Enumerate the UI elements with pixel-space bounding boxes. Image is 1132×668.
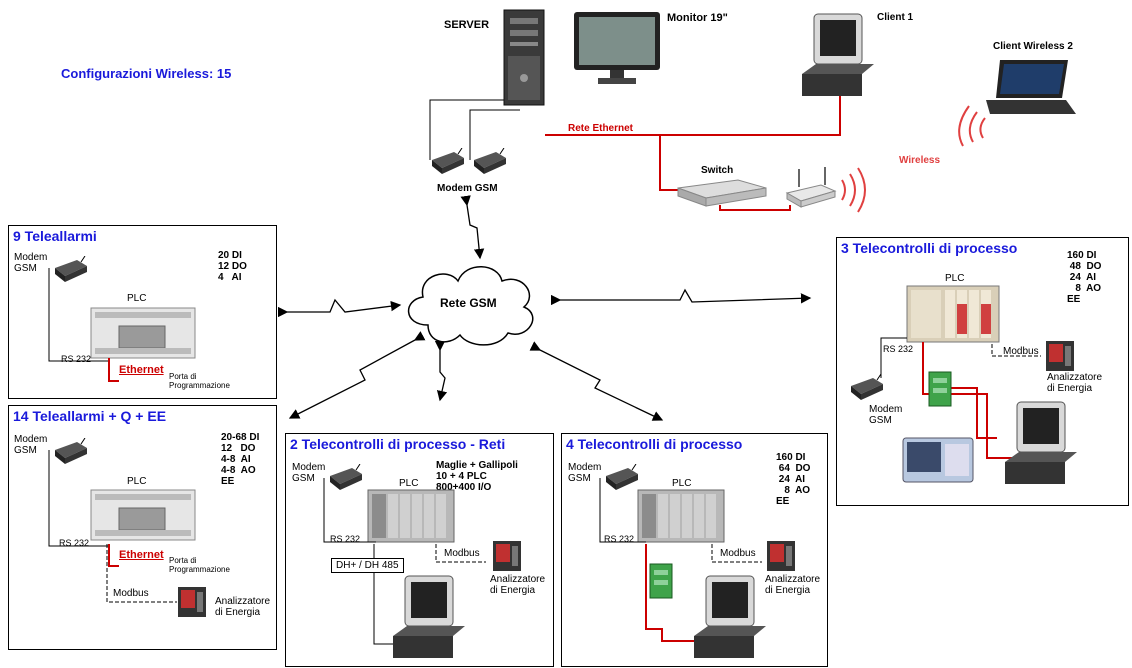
rete-ethernet-label: Rete Ethernet — [568, 123, 634, 134]
io-module-icon — [649, 563, 673, 599]
analizzatore-label: Analizzatore di Energia — [215, 596, 271, 618]
cables — [48, 450, 177, 603]
client1-label: Client 1 — [877, 12, 914, 23]
gsm-arrow-top — [460, 195, 485, 260]
modem-gsm-icon — [55, 256, 87, 282]
modbus-label: Modbus — [1003, 346, 1039, 357]
plc-label: PLC — [127, 293, 147, 304]
io-specs: 160 DI 48 DO 24 AI 8 AO EE — [1067, 250, 1102, 305]
workstation-icon — [1005, 401, 1077, 484]
plc-label: PLC — [127, 476, 147, 487]
plc-micro-icon — [90, 307, 196, 359]
gsm-arrow-right — [550, 288, 812, 306]
wireless-waves-laptop — [958, 105, 986, 147]
modem-gsm-label: Modem GSM — [437, 183, 498, 194]
router-icon — [785, 167, 837, 208]
modem-label: Modem GSM — [869, 404, 903, 426]
rs232-label: RS 232 — [883, 344, 914, 354]
box-4-telecontrolli: 4 Telecontrolli di processo 160 DI 64 DO… — [561, 433, 828, 667]
rs232-label: RS 232 — [59, 538, 90, 548]
box-title: 3 Telecontrolli di processo — [841, 240, 1018, 256]
energy-analyzer-icon — [1046, 341, 1074, 371]
analizzatore-label: Analizzatore di Energia — [765, 574, 821, 596]
gsm-arrow-box2 — [434, 340, 448, 402]
porta-programmazione-label: Porta di Programmazione — [169, 372, 230, 390]
energy-analyzer-icon — [493, 541, 521, 571]
gsm-arrow-box14 — [288, 331, 426, 419]
box-9-teleallarmi: 9 Teleallarmi 20 DI 12 DO 4 AI Modem GSM… — [8, 225, 277, 399]
wireless-config-title: Configurazioni Wireless: 15 — [61, 66, 232, 81]
rs232-cable — [48, 268, 119, 382]
laptop-icon — [986, 60, 1076, 114]
modem-gsm-icon-1 — [432, 148, 464, 174]
switch-label: Switch — [701, 165, 734, 176]
modem-label: Modem GSM — [568, 462, 602, 484]
modem-label: Modem GSM — [14, 434, 48, 456]
io-specs: 20-68 DI 12 DO 4-8 AI 4-8 AO EE — [221, 432, 260, 487]
client-wireless2-label: Client Wireless 2 — [993, 41, 1073, 52]
energy-analyzer-icon — [178, 587, 206, 617]
analizzatore-label: Analizzatore di Energia — [490, 574, 546, 596]
modem-gsm-icon — [55, 438, 87, 464]
server-modem-line2 — [469, 109, 520, 160]
plc-label: PLC — [672, 478, 692, 489]
monitor-icon — [574, 12, 660, 84]
modem-gsm-icon — [330, 464, 362, 490]
wireless-waves-router — [841, 167, 866, 213]
server-label: SERVER — [444, 19, 490, 31]
ethernet-port-label: Ethernet — [119, 549, 164, 561]
ethernet-line — [545, 95, 841, 136]
modbus-label: Modbus — [444, 548, 480, 559]
io-specs: 160 DI 64 DO 24 AI 8 AO EE — [776, 452, 811, 507]
box-title: 9 Teleallarmi — [13, 228, 97, 244]
plc-rack-icon — [367, 489, 455, 543]
rs232-label: RS 232 — [330, 534, 361, 544]
server-modem-line — [429, 99, 515, 160]
modbus-label: Modbus — [720, 548, 756, 559]
workstation-icon — [694, 575, 766, 658]
modem-label: Modem GSM — [14, 252, 48, 274]
box-14-teleallarmi: 14 Teleallarmi + Q + EE 20-68 DI 12 DO 4… — [8, 405, 277, 650]
box-title: 14 Teleallarmi + Q + EE — [13, 408, 167, 424]
cables — [599, 478, 762, 642]
modem-gsm-icon — [606, 464, 638, 490]
plc-rack-icon — [637, 489, 725, 543]
rs232-label: RS 232 — [604, 534, 635, 544]
box-title: 4 Telecontrolli di processo — [566, 436, 743, 452]
modem-gsm-icon — [851, 374, 883, 400]
box-3-telecontrolli: 3 Telecontrolli di processo 160 DI 48 DO… — [836, 237, 1129, 506]
client1-computer-icon — [802, 13, 874, 96]
plc-micro-icon — [90, 489, 196, 541]
cables — [880, 337, 1041, 459]
io-specs: Maglie + Gallipoli 10 + 4 PLC 800+400 I/… — [436, 460, 518, 493]
modbus-label: Modbus — [113, 588, 149, 599]
workstation-icon — [393, 575, 465, 658]
io-module-icon — [928, 371, 952, 407]
switch-router-line — [719, 205, 791, 211]
io-specs: 20 DI 12 DO 4 AI — [218, 250, 247, 283]
gsm-arrow-box4 — [529, 341, 664, 421]
modem-label: Modem GSM — [292, 462, 326, 484]
wireless-label: Wireless — [899, 155, 941, 166]
rs232-label: RS 232 — [61, 354, 92, 364]
hmi-panel-icon — [902, 437, 974, 483]
box-2-telecontrolli-reti: 2 Telecontrolli di processo - Reti Magli… — [285, 433, 554, 667]
switch-icon — [677, 179, 767, 207]
plc-label: PLC — [399, 478, 419, 489]
gsm-arrow-left — [277, 298, 402, 318]
plc-rack-icon — [906, 285, 1000, 343]
gsm-cloud — [407, 266, 534, 346]
rete-gsm-label: Rete GSM — [440, 296, 497, 310]
porta-programmazione-label: Porta di Programmazione — [169, 556, 230, 574]
plc-label: PLC — [945, 273, 965, 284]
dh-network-label: DH+ / DH 485 — [331, 558, 404, 573]
energy-analyzer-icon — [767, 541, 795, 571]
monitor-label: Monitor 19" — [667, 12, 728, 24]
box-title: 2 Telecontrolli di processo - Reti — [290, 436, 506, 452]
analizzatore-label: Analizzatore di Energia — [1047, 372, 1103, 394]
server-icon — [503, 9, 545, 106]
modem-gsm-icon-2 — [474, 148, 506, 174]
ethernet-port-label: Ethernet — [119, 364, 164, 376]
